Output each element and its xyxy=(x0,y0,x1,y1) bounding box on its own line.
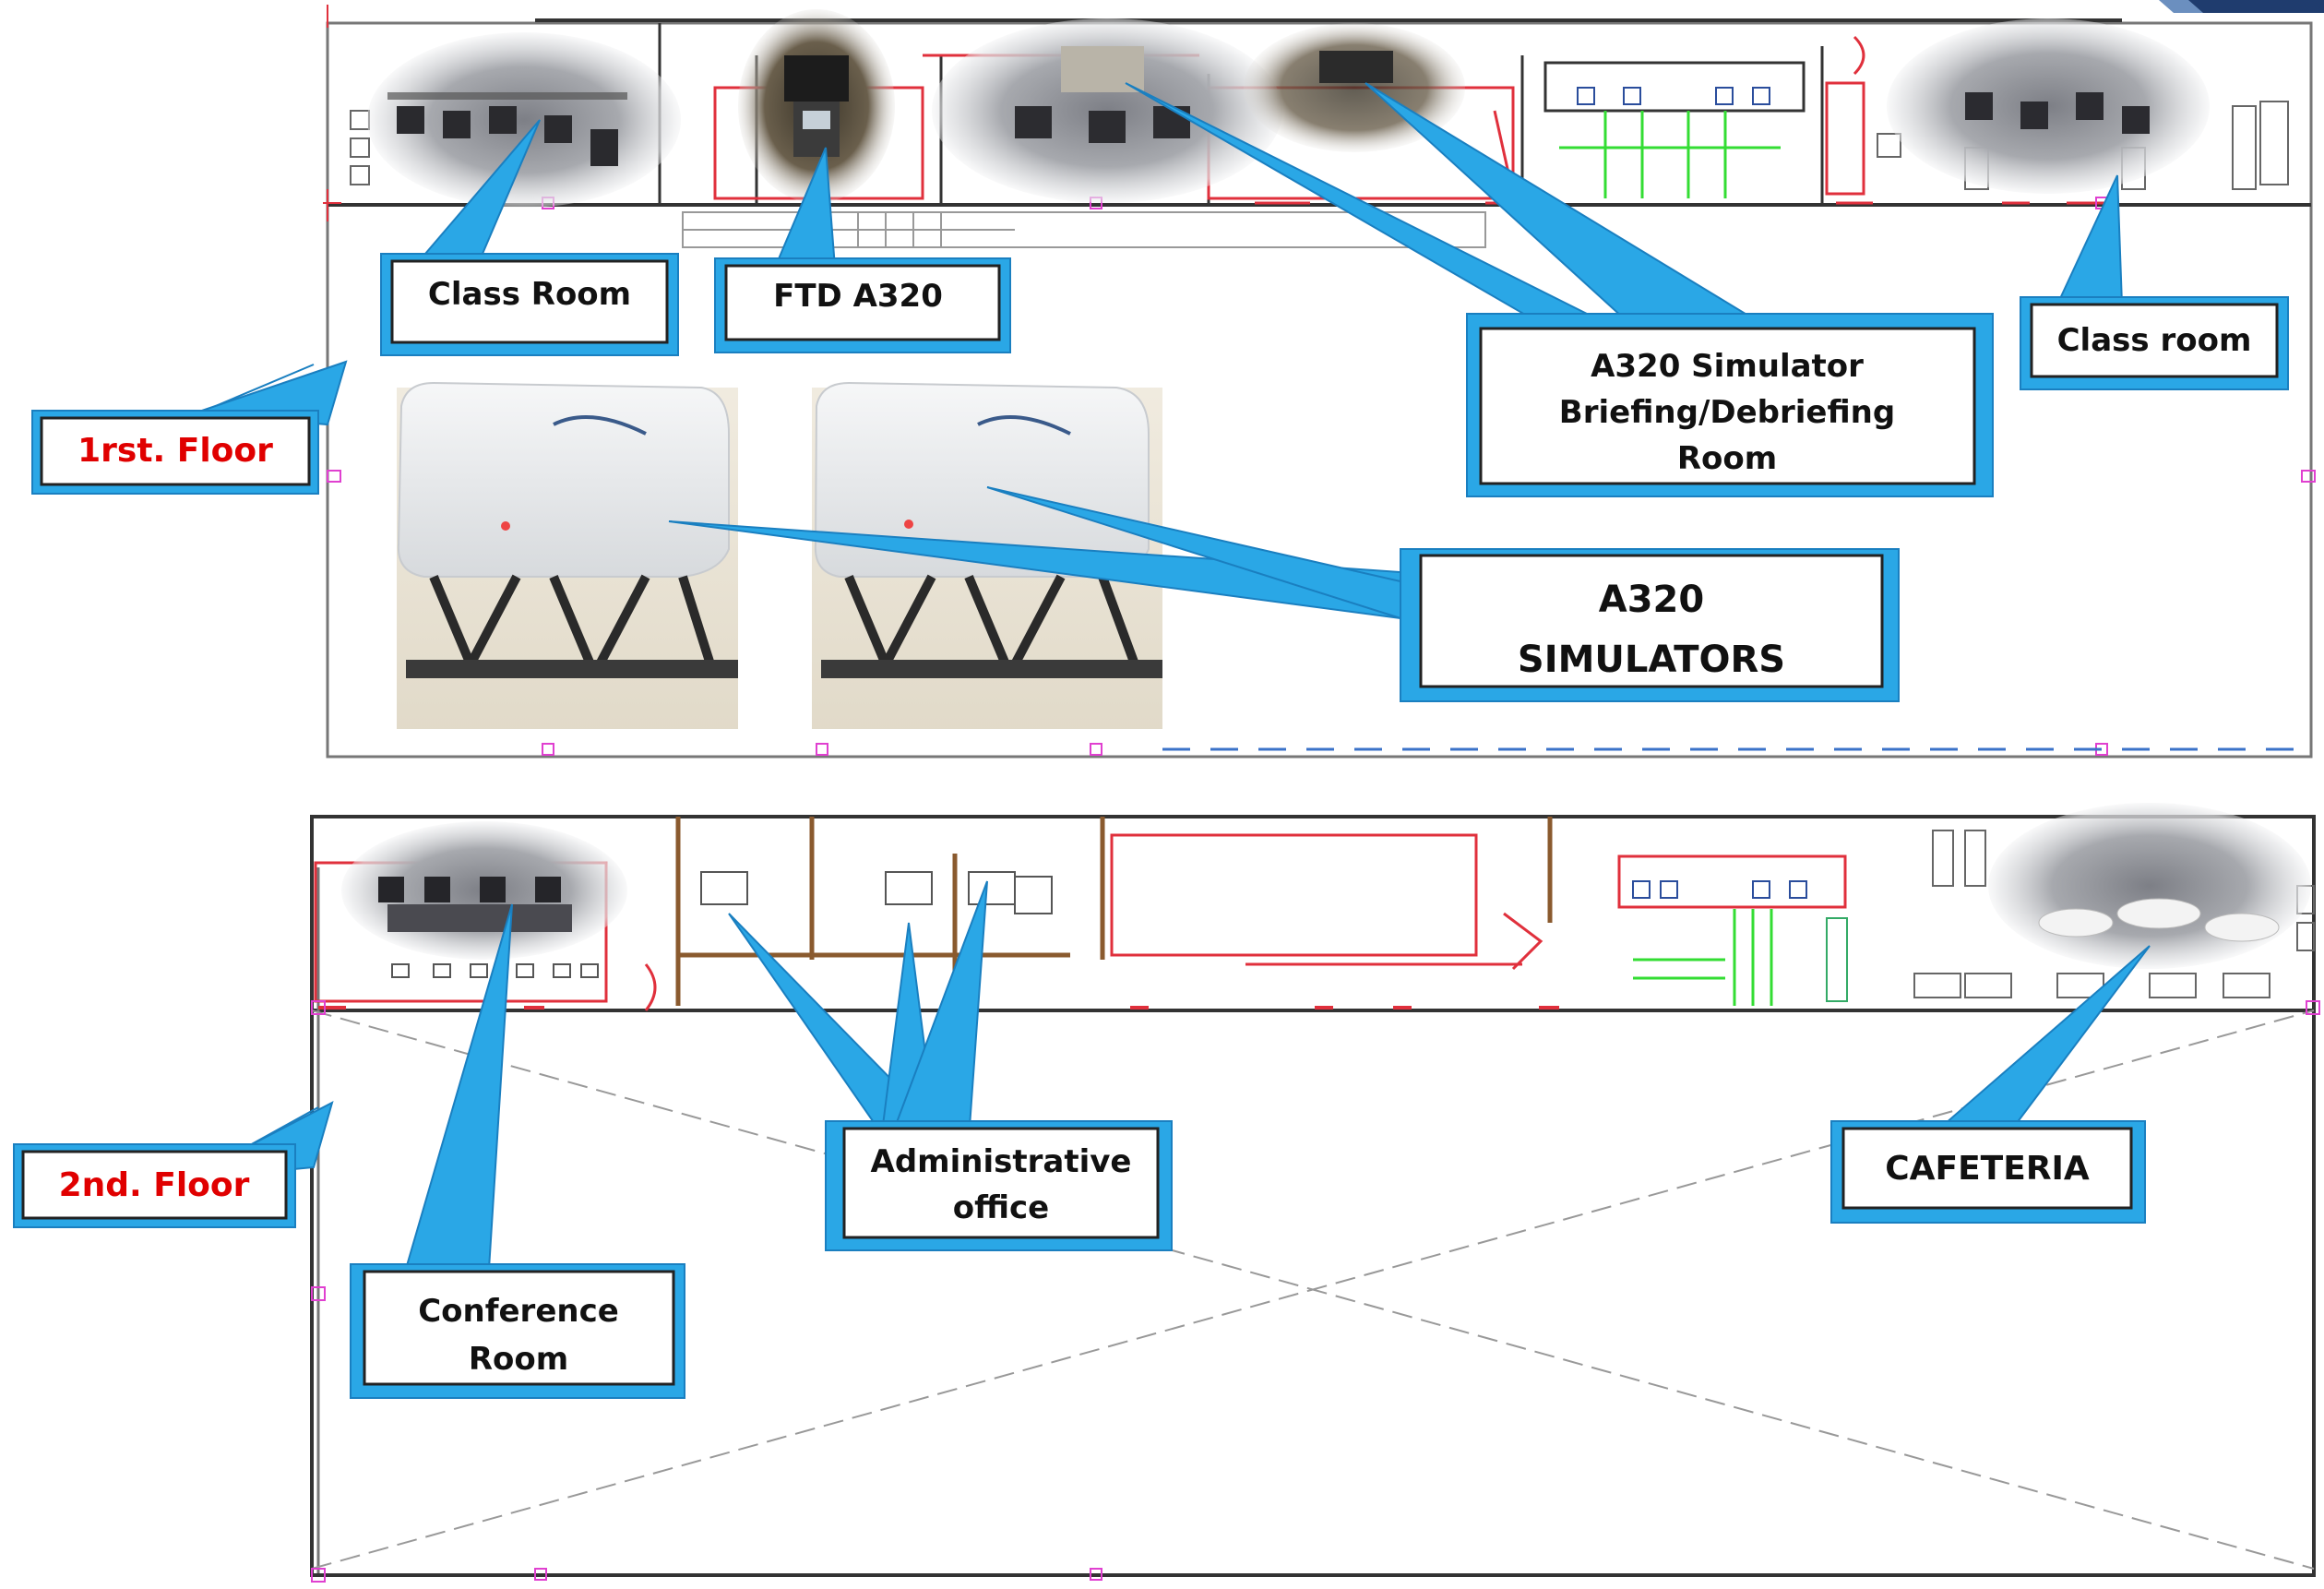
callout-administrative-office: Administrative office xyxy=(825,1120,1173,1251)
simulator-photo-1 xyxy=(397,381,738,729)
photo-classroom-right xyxy=(1887,18,2210,194)
callout-briefing-room: A320 Simulator Briefing/Debriefing Room xyxy=(1466,313,1994,497)
callout-briefing-line1: A320 Simulator xyxy=(1591,348,1864,385)
callout-class-room-left-text: Class Room xyxy=(428,276,631,313)
callout-class-room-right: Class room xyxy=(2020,296,2289,390)
callout-pointers xyxy=(184,82,2151,1270)
callout-admin-line1: Administrative xyxy=(871,1143,1132,1180)
callout-cafeteria: CAFETERIA xyxy=(1830,1120,2146,1224)
second-floor-label-text: 2nd. Floor xyxy=(59,1166,250,1204)
second-floor-label: 2nd. Floor xyxy=(13,1143,296,1228)
first-floor-label: 1rst. Floor xyxy=(31,410,319,495)
photo-ftd-a320 xyxy=(738,9,895,203)
first-floor-plan xyxy=(323,5,2316,759)
callout-conference-line1: Conference xyxy=(418,1293,619,1330)
callout-conference-line2: Room xyxy=(469,1341,568,1378)
callout-cafeteria-text: CAFETERIA xyxy=(1885,1150,2090,1188)
callout-ftd-a320-text: FTD A320 xyxy=(773,278,943,315)
callout-conference-room: Conference Room xyxy=(350,1263,685,1399)
callout-briefing-line3: Room xyxy=(1677,440,1777,477)
callout-simulators-line1: A320 xyxy=(1599,579,1704,621)
photo-cafeteria xyxy=(1988,803,2311,969)
photo-conference-room xyxy=(341,821,627,960)
photo-classroom-left xyxy=(367,32,681,208)
photo-briefing-room xyxy=(932,18,1282,203)
restroom-block-second xyxy=(1617,854,1848,1006)
callout-class-room-left: Class Room xyxy=(380,253,679,356)
callout-a320-simulators: A320 SIMULATORS xyxy=(1400,548,1900,702)
pointer-class-room-right xyxy=(2056,174,2124,305)
callout-ftd-a320: FTD A320 xyxy=(714,257,1011,353)
restroom-block-first xyxy=(1543,61,1806,198)
callout-class-room-right-text: Class room xyxy=(2057,322,2252,359)
pointer-conference xyxy=(404,903,513,1270)
callout-simulators-line2: SIMULATORS xyxy=(1518,639,1785,681)
callout-briefing-line2: Briefing/Debriefing xyxy=(1559,394,1895,431)
callout-admin-line2: office xyxy=(953,1189,1050,1226)
pointer-briefing-2 xyxy=(1365,82,1757,319)
corner-band xyxy=(2159,0,2324,13)
first-floor-label-text: 1rst. Floor xyxy=(77,432,273,470)
second-floor-plan xyxy=(310,815,2320,1583)
